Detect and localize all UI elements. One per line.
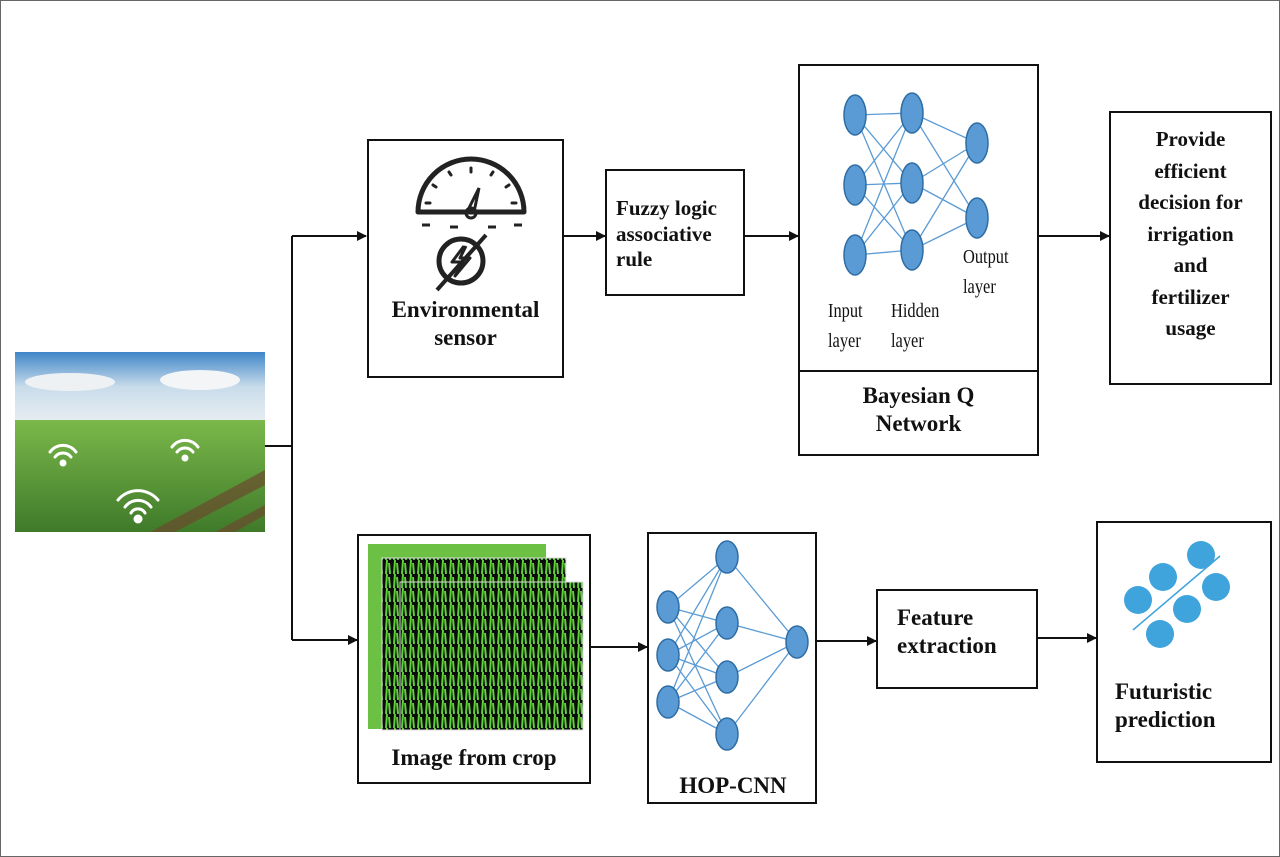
- network-edge: [667, 622, 728, 703]
- network-node: [656, 638, 680, 672]
- cluster-dot: [1202, 573, 1230, 601]
- output-layer-label: Output layer: [963, 246, 1009, 298]
- input-layer-label: Input layer: [828, 300, 863, 352]
- network-edge: [667, 654, 728, 735]
- decision-label: Provide efficient decision for irrigatio…: [1138, 127, 1243, 340]
- bqn-box: [798, 64, 1039, 456]
- prediction-label: Futuristic prediction: [1115, 679, 1216, 733]
- crop-image-stack: [368, 544, 584, 731]
- fuzzy-label: Fuzzy logic associative rule: [616, 196, 717, 272]
- network-node: [965, 197, 989, 239]
- network-edge: [667, 606, 728, 678]
- cluster-dot: [1146, 620, 1174, 648]
- network-edge: [667, 556, 728, 703]
- decision-box: [1109, 111, 1272, 385]
- network-node: [715, 606, 739, 640]
- feature-label: Feature extraction: [897, 605, 997, 659]
- crop-image-box: [357, 534, 591, 784]
- cluster-dots-icon: [1124, 541, 1230, 648]
- fuzzy-box: [605, 169, 745, 296]
- hop-cnn-network-icon: [656, 540, 809, 751]
- network-node: [965, 122, 989, 164]
- crop-image-label: Image from crop: [391, 745, 557, 770]
- hop-cnn-label: HOP-CNN: [679, 773, 787, 798]
- network-node: [656, 685, 680, 719]
- cluster-dot: [1187, 541, 1215, 569]
- gauge-icon: [415, 156, 527, 229]
- cluster-dot: [1173, 595, 1201, 623]
- feature-box: [876, 589, 1038, 689]
- env-sensor-box: [367, 139, 564, 378]
- network-node: [715, 660, 739, 694]
- network-edge: [911, 142, 978, 251]
- prediction-box: [1096, 521, 1272, 763]
- hop-cnn-box: [647, 532, 817, 804]
- network-edge: [726, 556, 798, 643]
- network-node: [843, 94, 867, 136]
- bqn-network-icon: [843, 92, 989, 276]
- field-photo: [15, 352, 265, 532]
- network-node: [843, 164, 867, 206]
- network-edge: [911, 112, 978, 219]
- wifi-icon: [48, 438, 200, 524]
- network-edge: [854, 112, 913, 256]
- hidden-layer-label: Hidden layer: [891, 300, 940, 352]
- network-node: [785, 625, 809, 659]
- cluster-dot: [1124, 586, 1152, 614]
- network-node: [900, 229, 924, 271]
- connectors: [265, 231, 1110, 652]
- network-edge: [667, 606, 728, 735]
- network-node: [715, 717, 739, 751]
- separator-line: [1132, 555, 1221, 631]
- network-node: [843, 234, 867, 276]
- network-node: [715, 540, 739, 574]
- network-edge: [726, 622, 798, 643]
- bqn-title: Bayesian Q Network: [862, 383, 975, 437]
- network-edge: [726, 641, 798, 735]
- lightning-icon: [435, 233, 488, 292]
- network-edge: [726, 641, 798, 678]
- cluster-dot: [1149, 563, 1177, 591]
- env-sensor-label: Environmental sensor: [391, 297, 540, 351]
- network-edge: [667, 556, 728, 656]
- network-node: [900, 92, 924, 134]
- network-node: [900, 162, 924, 204]
- network-node: [656, 590, 680, 624]
